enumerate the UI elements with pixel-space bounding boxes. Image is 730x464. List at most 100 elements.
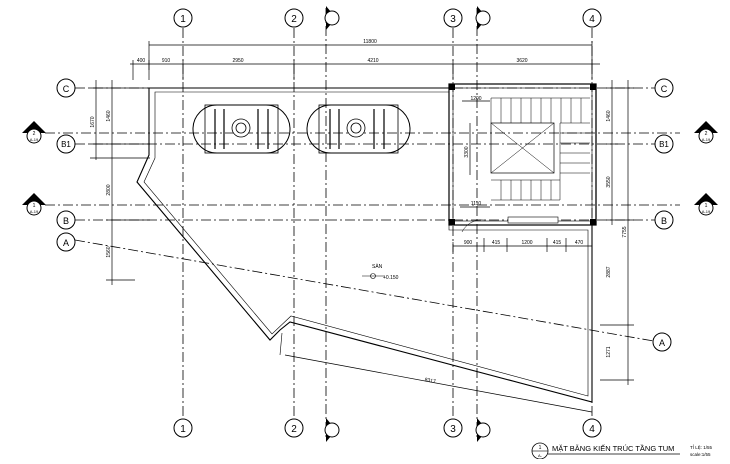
- dim-right-3: 7755: [622, 226, 628, 237]
- floor-name: SÀN: [372, 263, 383, 270]
- scale-label-en: scale:1/55: [690, 452, 711, 457]
- column: [590, 219, 596, 225]
- bubble-left-A-label: A: [63, 238, 69, 248]
- section-mark-left-1: [22, 193, 46, 205]
- section-mark-right-2-num: 2: [705, 131, 708, 137]
- column: [449, 219, 455, 225]
- section-mark-left-1-circle: [26, 200, 42, 216]
- title-bubble-sub: A-: [538, 453, 543, 458]
- section-mark-top-right-circle: [475, 10, 491, 26]
- section-mark-left-1-sub: A-19: [30, 209, 39, 214]
- bubble-top-3: [443, 8, 463, 28]
- column: [449, 84, 455, 90]
- bubble-top-2-label: 2: [291, 14, 297, 25]
- bubble-top-2: [284, 8, 304, 28]
- stair-below-1: 900: [464, 240, 473, 246]
- stair-below-5: 470: [575, 240, 584, 246]
- floor-level: SÀN +0.150: [362, 263, 399, 281]
- void-cross: [490, 122, 555, 174]
- bubble-left-C-label: C: [63, 84, 70, 94]
- door-swing: [461, 219, 485, 233]
- tank-manhole: [231, 118, 251, 138]
- section-mark-bottom-left-circle: [324, 422, 340, 438]
- grid-bubbles-top: 1 2 3 4: [173, 8, 602, 28]
- dim-overall: 11800: [363, 39, 377, 45]
- tank-ribs: [214, 109, 269, 149]
- bubble-bottom-1-label: 1: [180, 424, 186, 435]
- tank-band: [318, 104, 399, 154]
- bubble-right-C: [654, 78, 674, 98]
- section-mark-top-left-circle: [324, 10, 340, 26]
- grid-line-A: [74, 239, 666, 344]
- section-mark-right-2-sub: A-19: [702, 137, 711, 142]
- stair-treads-bottom: [491, 179, 560, 201]
- dim-seg-4: 4210: [367, 58, 378, 64]
- bubble-bottom-1: [173, 418, 193, 438]
- dim-right-1: 1460: [606, 110, 612, 121]
- grid-bubbles-side: C C B1 B1 B B A A: [56, 78, 674, 352]
- section-mark-right-2: [694, 121, 718, 133]
- bubble-left-A: [56, 232, 76, 252]
- drawing-title: MẶT BẰNG KIẾN TRÚC TẦNG TUM: [552, 443, 674, 453]
- stair-dim-3: 1110: [471, 201, 482, 207]
- tank-manhole: [346, 118, 366, 138]
- dim-seg-1: 400: [137, 58, 146, 64]
- bubble-right-A-label: A: [659, 338, 665, 348]
- door: [507, 216, 559, 224]
- section-mark-right-2-circle: [698, 128, 714, 144]
- dim-left-3: 2800: [106, 184, 112, 195]
- dim-left-2: 1460: [106, 110, 112, 121]
- dim-left-4: 1560: [106, 246, 112, 257]
- section-mark-left-1-num: 1: [33, 203, 36, 209]
- stair-treads-top: [490, 97, 590, 123]
- bubble-bottom-2: [284, 418, 304, 438]
- stair-enclosure: [448, 83, 597, 226]
- water-tank-right: [306, 104, 411, 154]
- dim-seg-5: 3620: [516, 58, 527, 64]
- dim-seg-2: 910: [162, 58, 171, 64]
- dim-line-diagonal: [284, 354, 593, 413]
- tank-ribs: [329, 109, 385, 149]
- stair-dim-2: 3300: [464, 146, 470, 157]
- stair-below-3: 1200: [521, 240, 532, 246]
- bubble-bottom-4: [582, 418, 602, 438]
- section-mark-right-1: [694, 193, 718, 205]
- bubble-left-C: [56, 78, 76, 98]
- bubble-left-B: [56, 210, 76, 230]
- bubble-top-1-label: 1: [180, 14, 186, 25]
- section-mark-right-1-sub: A-19: [702, 209, 711, 214]
- floor-level-value: +0.150: [383, 275, 399, 281]
- grid-bubbles-bottom: 1 2 3 4: [173, 418, 602, 438]
- dim-right-2: 3550: [606, 176, 612, 187]
- tank-manhole-inner: [235, 122, 247, 134]
- title-bubble-num: 1: [539, 445, 542, 451]
- stair-dim-1: 1200: [470, 96, 481, 102]
- section-mark-left-2-num: 2: [33, 131, 36, 137]
- left-dimensions: 1670 1460 2800 1560: [90, 80, 150, 285]
- bubble-top-4: [582, 8, 602, 28]
- section-mark-bottom-right-circle: [475, 422, 491, 438]
- section-mark-left-2: [22, 121, 46, 133]
- stair-treads-right: [559, 122, 590, 200]
- section-mark-right-1-circle: [698, 200, 714, 216]
- bubble-top-1: [173, 8, 193, 28]
- bubble-left-B1-label: B1: [61, 140, 71, 149]
- column: [590, 84, 596, 90]
- bubble-right-B-label: B: [661, 216, 667, 226]
- bubble-right-B1: [654, 134, 674, 154]
- vertical-grid-lines: [182, 28, 593, 420]
- section-mark-right-1-num: 1: [705, 203, 708, 209]
- stair-below-4: 415: [553, 240, 562, 246]
- bubble-right-C-label: C: [661, 84, 668, 94]
- stair-block: 1200 3300 1110 900 415 1200 415 470: [448, 83, 597, 252]
- tank-manhole-inner: [350, 122, 362, 134]
- stair-void: [490, 122, 555, 174]
- bubble-bottom-3-label: 3: [450, 424, 456, 435]
- dim-right-5: 1271: [606, 346, 612, 357]
- section-mark-left-2-circle: [26, 128, 42, 144]
- bubble-bottom-3: [443, 418, 463, 438]
- bubble-right-B: [654, 210, 674, 230]
- bubble-left-B1: [56, 134, 76, 154]
- horizontal-grid-lines: [74, 87, 666, 344]
